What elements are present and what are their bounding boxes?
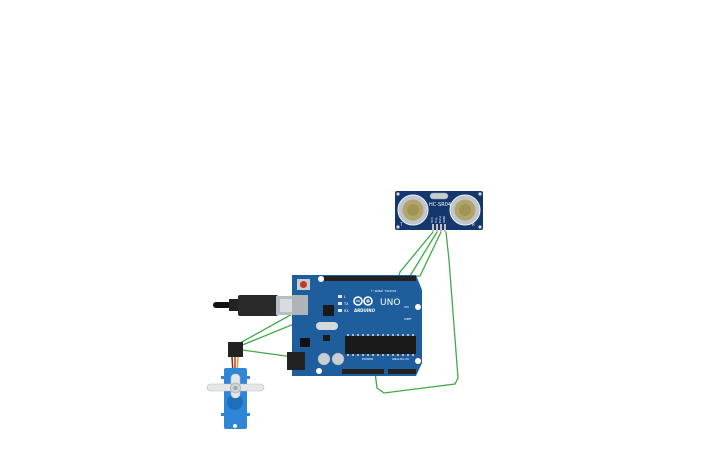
- ioref-label: IOREF: [404, 317, 412, 321]
- usb-jack: [292, 295, 308, 315]
- microcontroller-chip: [345, 336, 416, 354]
- led-tx-label: TX: [343, 302, 349, 306]
- reset-button[interactable]: [297, 279, 310, 290]
- power-header-label: POWER: [362, 357, 373, 361]
- analog-header-label: ANALOG IN: [392, 357, 409, 361]
- power-header[interactable]: [342, 369, 384, 374]
- sensor-model-label: HC-SR04: [429, 202, 451, 208]
- sensor-pin-label-echo: Echo: [438, 216, 442, 223]
- ultrasonic-sensor[interactable]: HC-SR04 T R VCC Trig Echo GND: [395, 191, 483, 232]
- sensor-mark-r: R: [472, 222, 475, 227]
- wire-sensor-gnd-to-loop[interactable]: [374, 231, 459, 394]
- arduino-logo-icon: [353, 296, 373, 306]
- servo-horn-icon[interactable]: [206, 373, 265, 399]
- servo-connector[interactable]: [228, 342, 243, 357]
- on-led-label: ON: [404, 305, 409, 309]
- sensor-pin-label-trig: Trig: [434, 218, 438, 224]
- led-l-label: L: [344, 295, 346, 299]
- led-rx-label: RX: [344, 309, 349, 313]
- sensor-pin-label-vcc: VCC: [430, 217, 434, 223]
- sensor-pins[interactable]: [432, 224, 446, 232]
- power-jack[interactable]: [287, 352, 305, 370]
- servo-motor[interactable]: [206, 342, 265, 429]
- usb-cable[interactable]: [213, 295, 300, 316]
- board-brand-label: ARDUINO: [354, 308, 376, 313]
- sensor-pin-label-gnd: GND: [442, 215, 446, 223]
- arduino-board[interactable]: L TX RX UNO ARDUINO ON DIGITAL (PWM~): [287, 275, 422, 376]
- wire-sensor-to-arduino-3[interactable]: [379, 231, 442, 279]
- sensor-mark-t: T: [399, 222, 403, 227]
- transducer-right-icon: [449, 194, 481, 226]
- digital-header[interactable]: [324, 276, 416, 281]
- digital-header-label: DIGITAL (PWM~): [371, 289, 396, 293]
- board-model-label: UNO: [380, 298, 400, 308]
- analog-header[interactable]: [388, 369, 416, 374]
- transducer-left-icon: [397, 194, 429, 226]
